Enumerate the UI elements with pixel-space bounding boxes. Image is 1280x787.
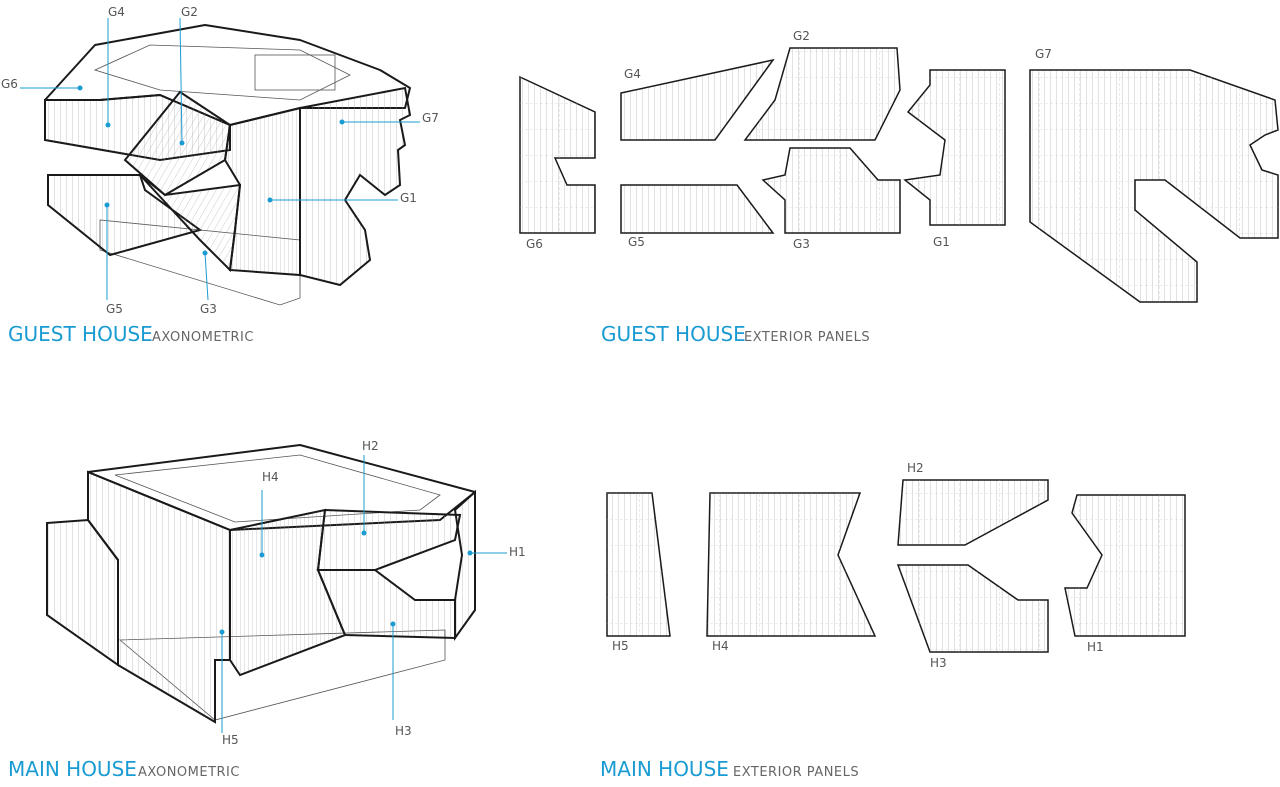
panel-label-h5: H5 — [612, 639, 629, 653]
title-guest-panels: GUEST HOUSE — [601, 322, 746, 346]
panel-label-g1: G1 — [933, 235, 950, 249]
panel-label-g7: G7 — [1035, 47, 1052, 61]
label-g3: G3 — [200, 302, 217, 316]
main-axo-labels: H4 H2 H1 H5 H3 — [222, 439, 526, 747]
guest-axo-leaders — [20, 17, 420, 301]
label-g7: G7 — [422, 111, 439, 125]
panel-label-h3: H3 — [930, 656, 947, 670]
subtitle-main-axo: AXONOMETRIC — [138, 765, 240, 780]
subtitle-main-panels: EXTERIOR PANELS — [733, 765, 859, 780]
subtitle-guest-panels: EXTERIOR PANELS — [744, 330, 870, 345]
panel-g5 — [620, 184, 775, 234]
guest-panel-labels: G6 G4 G5 G2 G3 G1 G7 — [526, 29, 1052, 251]
main-panel-h2 — [316, 508, 462, 571]
panel-label-g5: G5 — [628, 235, 645, 249]
label-g4: G4 — [108, 5, 125, 19]
guest-roof-inner — [93, 44, 351, 101]
panel-label-g4: G4 — [624, 67, 641, 81]
label-h3: H3 — [395, 724, 412, 738]
panel-label-g3: G3 — [793, 237, 810, 251]
main-house-panels — [606, 479, 1186, 653]
section-titles: GUEST HOUSE AXONOMETRIC GUEST HOUSE EXTE… — [8, 322, 870, 781]
guest-house-panels — [519, 47, 1279, 303]
subtitle-guest-axo: AXONOMETRIC — [152, 330, 254, 345]
main-panel-labels: H5 H4 H2 H3 H1 — [612, 461, 1104, 670]
label-h2: H2 — [362, 439, 379, 453]
label-g2: G2 — [181, 5, 198, 19]
title-main-axo: MAIN HOUSE — [8, 757, 137, 781]
title-guest-axo: GUEST HOUSE — [8, 322, 153, 346]
panel-label-g6: G6 — [526, 237, 543, 251]
label-h5: H5 — [222, 733, 239, 747]
main-panel-h1 — [453, 489, 476, 642]
label-g1: G1 — [400, 191, 417, 205]
guest-house-axonometric — [44, 24, 412, 306]
label-h4: H4 — [262, 470, 279, 484]
panel-label-h4: H4 — [712, 639, 729, 653]
label-g5: G5 — [106, 302, 123, 316]
panel-label-h1: H1 — [1087, 640, 1104, 654]
label-h1: H1 — [509, 545, 526, 559]
main-axo-leaders — [219, 455, 507, 733]
guest-axo-labels: G4 G2 G6 G7 G1 G5 G3 — [1, 5, 439, 316]
panel-g4 — [620, 58, 775, 141]
guest-panel-g7 — [299, 86, 412, 287]
panel-label-h2: H2 — [907, 461, 924, 475]
main-house-axonometric — [46, 444, 476, 724]
guest-skylight — [254, 54, 336, 91]
main-roof-inner — [114, 454, 441, 523]
title-main-panels: MAIN HOUSE — [600, 757, 729, 781]
label-g6: G6 — [1, 77, 18, 91]
panel-label-g2: G2 — [793, 29, 810, 43]
